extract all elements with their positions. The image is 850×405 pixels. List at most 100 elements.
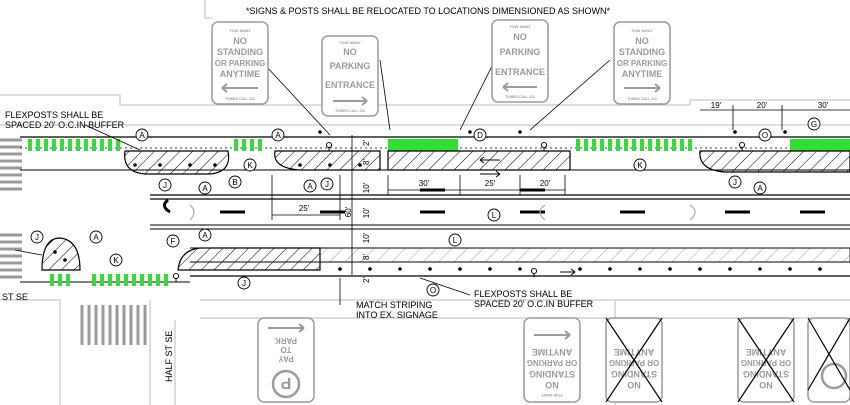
callout-a-1-label: A (139, 131, 145, 140)
callout-j-3-label: J (733, 178, 737, 187)
bottom-sign-1-no: NO (545, 380, 559, 390)
callout-a-1: A (135, 128, 149, 142)
bike-symbols: ⚲⚲⚲ ⚲⚲ (172, 140, 746, 284)
top-sign-4-l3: OR PARKING (617, 59, 668, 68)
flexposts (53, 130, 822, 271)
callout-a-7: A (89, 230, 103, 244)
bottom-sign-3-anytime: ANYTIME (746, 347, 787, 357)
bottom-sign-2-standing: STANDING (611, 369, 657, 379)
bottom-sign-crossed-3 (807, 317, 850, 403)
top-sign-3-foot: TOWED CALL 311 (505, 95, 535, 99)
callout-o-1: O (758, 128, 772, 142)
svg-text:⚲: ⚲ (540, 140, 548, 153)
callout-j-2: J (320, 177, 334, 191)
dim-20a: 20' (757, 101, 768, 110)
crosswalk-left (0, 138, 22, 279)
callout-a-5: A (753, 181, 767, 195)
callout-o-1-label: O (762, 131, 768, 140)
top-sign-1-top: TOW AWAY (229, 28, 251, 33)
top-sign-4: TOW AWAY NO STANDING OR PARKING ANYTIME … (613, 21, 671, 105)
callout-g-1-label: G (811, 120, 817, 129)
callout-k-3-label: K (113, 256, 119, 265)
top-sign-3-top: TOW AWAY (509, 24, 531, 29)
callout-d-1-label: D (477, 131, 483, 140)
callout-j-1: J (158, 178, 172, 192)
callout-b-1-label: B (232, 178, 237, 187)
callout-a-3: A (271, 128, 285, 142)
svg-text:⚲: ⚲ (325, 140, 333, 153)
callout-a-5-label: A (757, 184, 763, 193)
callout-j-3: J (728, 175, 742, 189)
callout-a-4: A (303, 179, 317, 193)
callout-circles: A K J B A A A J D K O G J A L L F A J K … (30, 117, 821, 297)
callout-j-5-label: J (35, 233, 39, 242)
top-sign-4-l2: STANDING (619, 47, 665, 57)
bottom-sign-park: PARK (275, 336, 297, 345)
note-flexposts-left-1: FLEXPOSTS SHALL BE (5, 110, 103, 120)
callout-a-2: A (198, 181, 212, 195)
top-sign-2-l2: PARKING (330, 61, 371, 71)
crosswalk-bottom (80, 305, 147, 345)
bottom-sign-3-standing: STANDING (743, 369, 789, 379)
callout-g-1: G (807, 117, 821, 131)
dim-10a: 10' (362, 182, 371, 193)
dim-2a: 2' (362, 140, 371, 146)
svg-text:⚲: ⚲ (172, 271, 180, 284)
bottom-sign-to: TO (281, 345, 292, 354)
dim-30b: 30' (419, 179, 430, 188)
bottom-sign-3-orparking: OR PARKING (741, 358, 792, 367)
callout-f-1: F (166, 234, 180, 248)
street-label-half-st-se: HALF ST SE (164, 331, 174, 382)
dim-25c: 25' (299, 204, 310, 213)
top-sign-1-l4: ANYTIME (220, 69, 261, 79)
top-sign-2-foot: TOWED CALL 311 (335, 109, 365, 113)
callout-l-1: L (487, 208, 501, 222)
callout-o-2: O (426, 283, 440, 297)
dim-8b: 8' (362, 254, 371, 260)
top-sign-1-l1: NO (233, 36, 247, 46)
note-flexposts-left-2: SPACED 20' O.C.IN BUFFER (5, 120, 125, 130)
top-sign-3-l2: PARKING (500, 47, 541, 57)
callout-o-2-label: O (430, 286, 436, 295)
callout-l-1-label: L (492, 211, 497, 220)
dim-2b: 2' (362, 277, 371, 283)
svg-text:⚲: ⚲ (530, 266, 538, 279)
top-sign-2-l3: ENTRANCE (325, 80, 375, 90)
callout-a-3-label: A (275, 131, 281, 140)
top-sign-3-l1: NO (513, 32, 527, 42)
callout-j-4-label: J (242, 279, 246, 288)
top-sign-1-foot: TOWED CALL 311 (225, 97, 255, 101)
bottom-sign-no-standing-1: TOW AWAY NO STANDING OR PARKING ANYTIME (523, 317, 581, 403)
bottom-sign-crossed-1: NO STANDING OR PARKING ANYTIME (605, 317, 663, 403)
top-sign-2-l1: NO (343, 47, 357, 57)
dim-20b: 20' (540, 179, 551, 188)
callout-a-6: A (198, 228, 212, 242)
top-sign-4-l1: NO (635, 36, 649, 46)
bottom-sign-2-anytime: ANYTIME (614, 347, 655, 357)
note-match-1: MATCH STRIPING (356, 300, 432, 310)
callout-j-5: J (30, 230, 44, 244)
bottom-sign-crossed-2: NO STANDING OR PARKING ANYTIME (737, 317, 795, 403)
top-sign-4-foot: TOWED CALL 311 (627, 97, 657, 101)
top-sign-2: TOW AWAY NO PARKING ENTRANCE TOWED CALL … (321, 35, 379, 117)
callout-b-1: B (228, 175, 242, 189)
callout-k-2: K (633, 158, 647, 172)
leader-lines (14, 59, 611, 305)
hatched-buffers (41, 150, 850, 271)
callout-d-1: D (473, 128, 487, 142)
dim-60: 60' (344, 206, 353, 217)
dim-19: 19' (711, 101, 722, 110)
callout-k-1: K (243, 158, 257, 172)
callout-a-4-label: A (307, 182, 313, 191)
header-note: *SIGNS & POSTS SHALL BE RELOCATED TO LOC… (246, 6, 611, 16)
green-bike-lane-markings (28, 139, 850, 286)
callout-j-2-label: J (325, 180, 329, 189)
street-label-st-se: ST SE (2, 292, 28, 302)
callout-a-7-label: A (93, 233, 99, 242)
dim-10c: 10' (362, 232, 371, 243)
dim-25b: 25' (485, 179, 496, 188)
bottom-sign-1-anytime: ANYTIME (532, 347, 573, 357)
bottom-sign-2-no: NO (627, 380, 641, 390)
